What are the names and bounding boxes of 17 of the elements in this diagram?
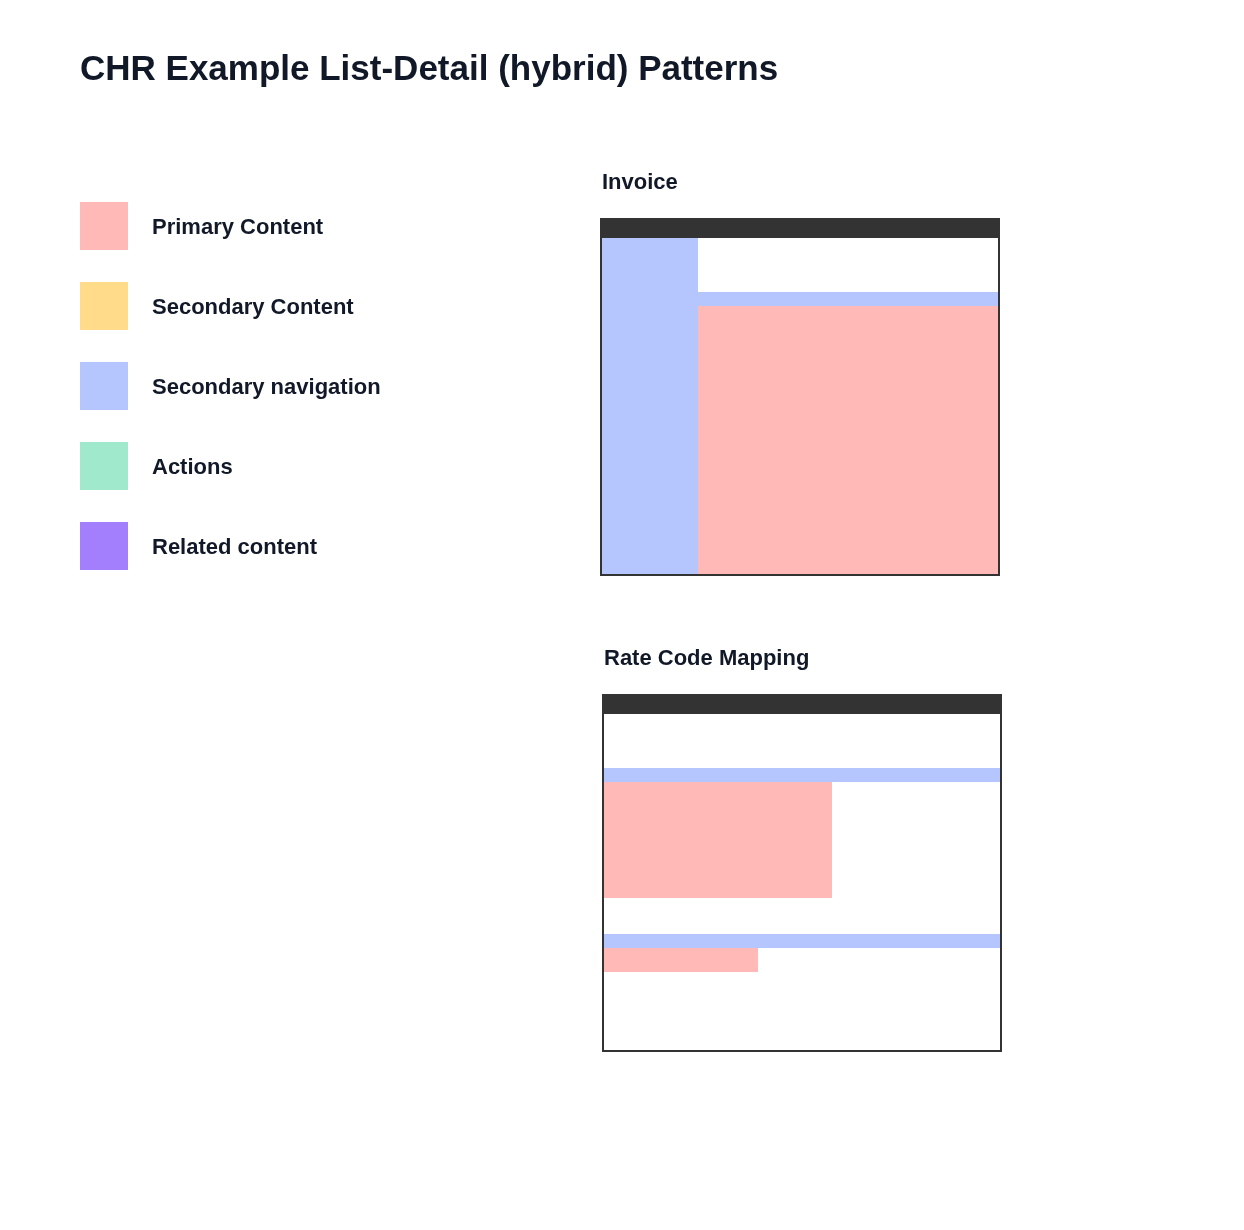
- title-bar: [604, 696, 1000, 714]
- legend-label: Secondary navigation: [152, 374, 381, 400]
- side-navigation-panel: [602, 238, 698, 574]
- tab-bar: [604, 768, 1000, 782]
- page-title: CHR Example List-Detail (hybrid) Patterns: [80, 47, 779, 89]
- frame-heading: Invoice: [602, 168, 678, 196]
- title-bar: [602, 220, 998, 238]
- content-panel: [604, 782, 832, 898]
- legend-label: Primary Content: [152, 214, 324, 240]
- tab-bar: [698, 292, 998, 306]
- tab-bar: [604, 934, 1000, 948]
- legend-label: Actions: [152, 454, 233, 480]
- legend-label: Secondary Content: [152, 294, 354, 320]
- content-panel: [604, 948, 758, 972]
- frame-heading: Rate Code Mapping: [604, 644, 810, 672]
- content-panel: [698, 306, 998, 574]
- legend-label: Related content: [152, 534, 318, 560]
